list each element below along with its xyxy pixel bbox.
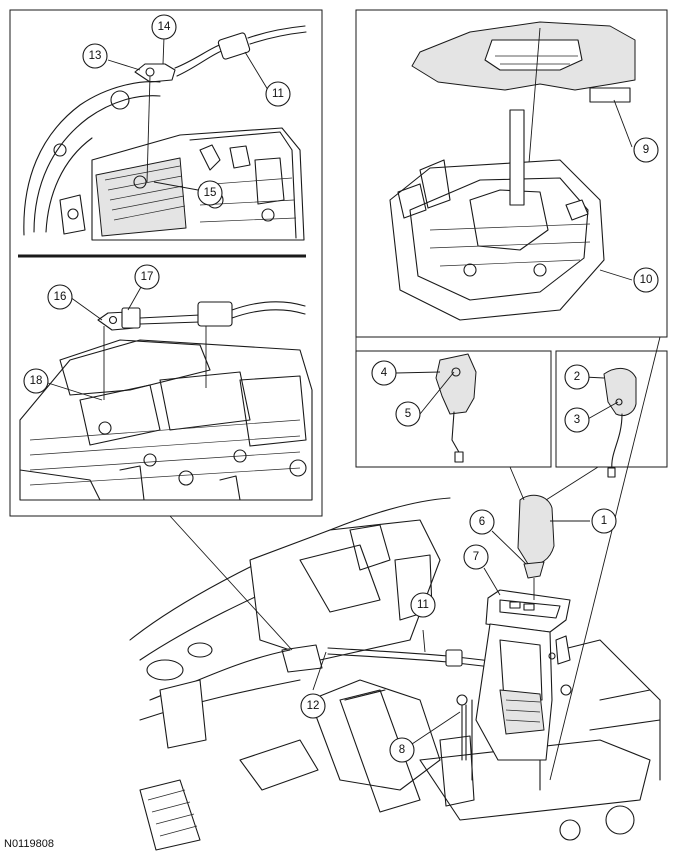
callout-11-top: 11 [265,81,291,107]
svg-text:9: 9 [643,144,649,156]
inset-cable-frame [9,9,323,517]
callout-15: 15 [197,180,223,206]
transmission-top-view [23,81,305,241]
transmission-lower-view [19,339,313,501]
svg-text:18: 18 [30,375,43,387]
vehicle-floor-view [129,497,661,851]
svg-text:17: 17 [141,271,154,283]
callout-12: 12 [300,693,326,719]
svg-text:5: 5 [405,408,411,420]
callout-7: 7 [463,544,489,570]
callout-8: 8 [389,737,415,763]
svg-text:1: 1 [601,515,607,527]
callout-1: 1 [591,508,617,534]
callout-5: 5 [395,401,421,427]
callout-18: 18 [23,368,49,394]
svg-text:15: 15 [204,187,217,199]
svg-text:7: 7 [473,551,479,563]
callout-11-main: 11 [410,592,436,618]
svg-text:14: 14 [158,21,171,33]
shift-cable-lower [97,301,306,400]
shift-knob-inset-a [435,353,477,463]
callout-6: 6 [469,509,495,535]
svg-text:3: 3 [574,414,580,426]
figure-id: N0119808 [4,838,54,850]
leader-lines [47,36,661,781]
inset-bezel-frame [355,9,668,338]
shifter-bezel [411,21,636,201]
svg-text:2: 2 [574,371,580,383]
svg-text:6: 6 [479,516,485,528]
shift-knob-inset-b [603,368,637,478]
svg-text:12: 12 [307,700,320,712]
callout-14: 14 [151,14,177,40]
svg-text:16: 16 [54,291,67,303]
svg-text:4: 4 [381,367,388,379]
svg-text:13: 13 [89,50,102,62]
shift-cable-top [134,25,307,183]
svg-text:11: 11 [272,88,284,100]
callout-17: 17 [134,264,160,290]
callout-3: 3 [564,407,590,433]
callout-9: 9 [633,137,659,163]
svg-text:11: 11 [417,599,429,611]
main-shifter-assembly [456,494,572,761]
svg-text:8: 8 [399,744,405,756]
shifter-assembly [389,109,605,321]
callout-2: 2 [564,364,590,390]
callout-10: 10 [633,267,659,293]
callout-4: 4 [371,360,397,386]
callout-13: 13 [82,43,108,69]
inset-knob-a-frame [355,350,552,468]
svg-text:10: 10 [640,274,653,286]
callout-16: 16 [47,284,73,310]
